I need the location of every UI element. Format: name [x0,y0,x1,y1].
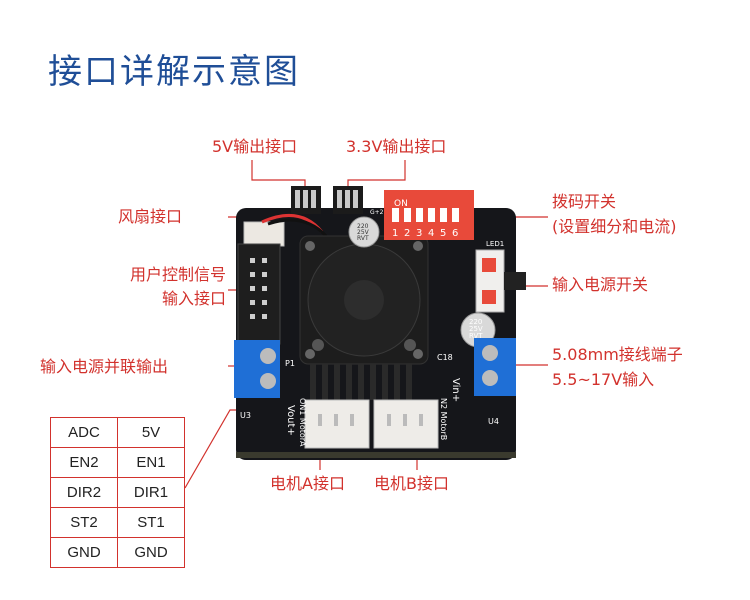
silk-dip-4: 4 [428,228,434,239]
label-user-control-1: 用户控制信号 [129,265,226,284]
label-terminal-1: 5.08mm接线端子 [552,345,683,364]
label-power-switch: 输入电源开关 [552,275,649,294]
pin-cell: 5V [117,417,185,448]
label-5v-output: 5V输出接口 [212,137,298,156]
silk-u4: U4 [488,417,499,426]
silk-p1: P1 [285,359,295,368]
silk-cap-1: 220 [469,318,482,326]
label-parallel-output: 输入电源并联输出 [40,357,169,376]
silk-vout: Vout+ [285,405,296,436]
label-dip-switch-1: 拨码开关 [552,192,617,211]
pin-row: DIR2 DIR1 [50,477,185,508]
pin-cell: EN1 [117,447,185,478]
5v-header [291,186,321,214]
silk-vin: Vin+ [450,378,461,402]
silk-u3: U3 [240,411,251,420]
silk-cap-3: RVT [469,332,483,340]
label-fan-port: 风扇接口 [118,207,183,226]
label-dip-switch-2: (设置细分和电流) [552,217,677,236]
pin-cell: EN2 [50,447,118,478]
silk-motor-b: N2 MotorB [439,398,448,440]
heatsink [310,364,412,400]
33v-header [333,186,363,214]
silk-motor-a: ON1 MotorA [298,398,307,447]
pin-cell: GND [50,537,118,568]
silk-c18: C18 [437,353,453,362]
label-33v-output: 3.3V输出接口 [346,137,447,156]
silk-dip-on: ON [394,199,408,209]
cooling-fan [299,235,429,365]
silk-cap2-3: RVT [357,235,369,242]
pin-row: ST2 ST1 [50,507,185,538]
label-motor-b: 电机B接口 [374,474,449,493]
label-terminal-2: 5.5~17V输入 [552,370,655,389]
silk-g2: G+2 [370,209,384,216]
silk-dip-5: 5 [440,228,446,239]
silk-led: LED1 [486,240,504,248]
pin-row: GND GND [50,537,185,568]
pin-cell: ST2 [50,507,118,538]
label-motor-a: 电机A接口 [270,474,345,493]
pin-cell: ADC [50,417,118,448]
label-user-control-2: 输入接口 [161,289,226,308]
control-connector [237,243,281,345]
pin-row: EN2 EN1 [50,447,185,478]
silk-cap2-1: 220 [357,223,369,230]
silk-cap-2: 25V [469,325,483,333]
silk-dip-6: 6 [452,228,458,239]
silk-dip-2: 2 [404,228,410,239]
pin-cell: DIR2 [50,477,118,508]
silkscreen: ON 1 2 3 4 5 6 220 25V RVT 220 25V RVT P… [240,199,504,447]
terminal-left [234,340,280,398]
pin-table: ADC 5V EN2 EN1 DIR2 DIR1 ST2 ST1 GND GND [50,417,185,568]
dip-switch [384,190,474,240]
fan-connector [243,221,285,247]
power-switch [475,249,526,313]
pin-cell: DIR1 [117,477,185,508]
pin-cell: GND [117,537,185,568]
silk-cap2-2: 25V [357,229,370,236]
terminal-right [474,338,516,396]
page-title: 接口详解示意图 [48,52,300,92]
pin-cell: ST1 [117,507,185,538]
pin-row: ADC 5V [50,417,185,448]
silk-dip-1: 1 [392,228,398,239]
silk-dip-3: 3 [416,228,422,239]
